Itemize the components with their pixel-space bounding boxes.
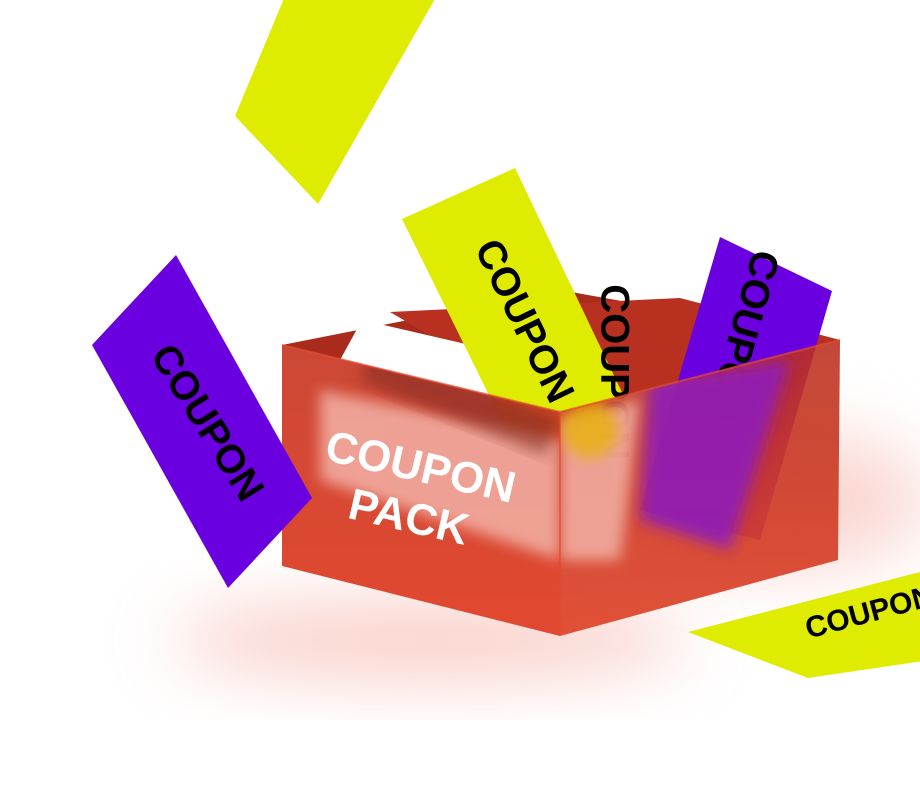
coupon-purple-left: COUPON — [92, 255, 312, 588]
coupon-yellow-center: COUPON — [402, 168, 628, 458]
coupon-yellow-top — [235, 0, 435, 204]
pack-front: COUPON PACK — [281, 339, 841, 636]
